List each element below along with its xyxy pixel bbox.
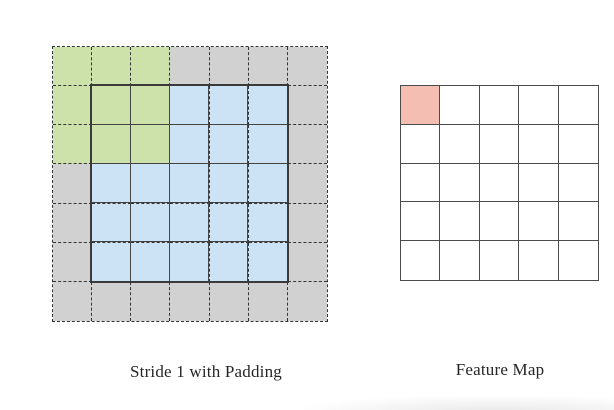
grid-cell <box>170 125 210 165</box>
grid-cell <box>519 202 559 242</box>
grid-cell <box>92 125 132 165</box>
grid-cell <box>558 241 598 280</box>
grid-cell <box>440 163 480 203</box>
grid-cell <box>440 202 480 242</box>
grid-cell <box>479 202 520 242</box>
grid-cell <box>248 242 288 282</box>
grid-cell <box>209 164 249 204</box>
grid-cell <box>131 47 171 87</box>
grid-cell <box>131 242 171 282</box>
grid-cell <box>479 163 520 203</box>
caption-stride-with-padding: Stride 1 with Padding <box>129 362 283 381</box>
grid-cell <box>479 241 520 280</box>
grid-cell <box>170 86 210 126</box>
grid-cell <box>170 242 210 282</box>
grid-cell <box>92 164 132 204</box>
grid-cell <box>170 203 210 243</box>
grid-cell <box>440 124 480 164</box>
grid-cell <box>287 281 327 321</box>
grid-cell <box>401 163 441 203</box>
grid-cell <box>209 125 249 165</box>
grid-cell <box>131 164 171 204</box>
padded-input-grid <box>52 46 328 322</box>
grid-cell <box>248 86 288 126</box>
grid-cell <box>248 281 288 321</box>
grid-cell <box>53 242 93 282</box>
grid-cell <box>131 203 171 243</box>
grid-cell <box>53 125 93 165</box>
grid-cell <box>209 203 249 243</box>
grid-cell <box>92 281 132 321</box>
grid-cell <box>287 125 327 165</box>
grid-cell <box>479 86 520 125</box>
grid-cell <box>401 202 441 242</box>
grid-cell <box>170 47 210 87</box>
grid-cell <box>440 86 480 125</box>
grid-cell <box>287 47 327 87</box>
grid-cell <box>248 164 288 204</box>
grid-cell <box>401 86 441 125</box>
grid-cell <box>92 47 132 87</box>
grid-cell <box>209 47 249 87</box>
grid-cell <box>92 203 132 243</box>
grid-cell <box>170 281 210 321</box>
grid-cell <box>209 242 249 282</box>
grid-cell <box>558 163 598 203</box>
grid-cell <box>248 203 288 243</box>
grid-cell <box>519 241 559 280</box>
grid-cell <box>287 86 327 126</box>
grid-cell <box>401 124 441 164</box>
grid-cell <box>209 86 249 126</box>
grid-cell <box>92 242 132 282</box>
grid-cell <box>519 86 559 125</box>
grid-cell <box>287 164 327 204</box>
grid-cell <box>53 164 93 204</box>
grid-cell <box>248 47 288 87</box>
grid-cell <box>519 163 559 203</box>
grid-cell <box>287 203 327 243</box>
grid-cell <box>53 281 93 321</box>
grid-cell <box>287 242 327 282</box>
caption-feature-map: Feature Map <box>455 360 545 379</box>
grid-cell <box>53 47 93 87</box>
grid-cell <box>170 164 210 204</box>
feature-map-grid <box>400 85 599 281</box>
grid-cell <box>558 124 598 164</box>
grid-cell <box>131 125 171 165</box>
grid-cell <box>53 203 93 243</box>
grid-cell <box>519 124 559 164</box>
grid-cell <box>92 86 132 126</box>
grid-cell <box>401 241 441 280</box>
grid-cell <box>479 124 520 164</box>
grid-cell <box>558 86 598 125</box>
bottom-edge-shadow <box>304 395 614 410</box>
grid-cell <box>440 241 480 280</box>
grid-cell <box>53 86 93 126</box>
grid-cell <box>558 202 598 242</box>
grid-cell <box>131 281 171 321</box>
grid-cell <box>248 125 288 165</box>
grid-cell <box>131 86 171 126</box>
grid-cell <box>209 281 249 321</box>
